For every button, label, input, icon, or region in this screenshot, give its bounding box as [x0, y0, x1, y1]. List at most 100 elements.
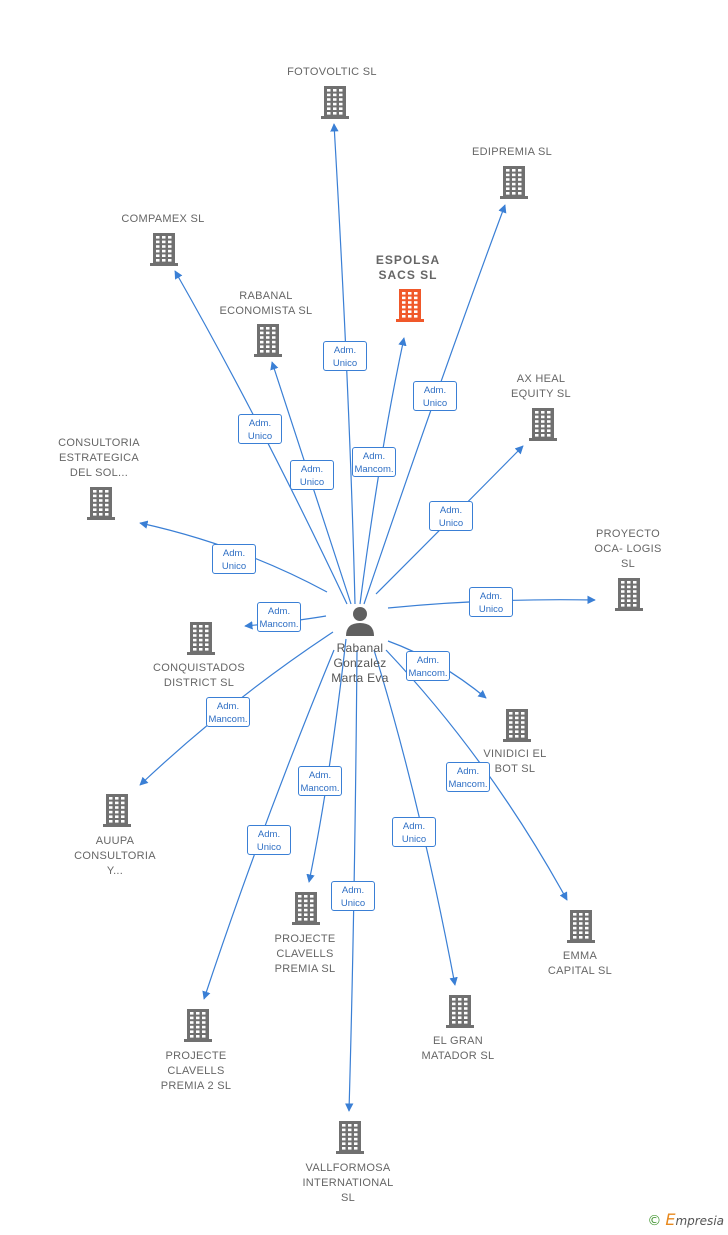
- brand-initial: E: [665, 1210, 676, 1229]
- role-badge-consultoria-estrategica[interactable]: Adm.Unico: [212, 544, 256, 574]
- building-icon-proyecto-oca[interactable]: [615, 578, 643, 611]
- company-label-line: CLAVELLS: [276, 948, 334, 960]
- role-badge-projecte-clavells[interactable]: Adm.Mancom.: [298, 766, 342, 796]
- role-text: Unico: [401, 834, 427, 845]
- company-label-line: EQUITY SL: [511, 388, 571, 400]
- role-badge-fotovoltic[interactable]: Adm.Unico: [323, 341, 367, 371]
- role-text: Mancom.: [448, 779, 488, 790]
- company-label-line: EDIPREMIA SL: [471, 146, 553, 158]
- role-text: Adm.: [248, 418, 272, 429]
- company-label-fotovoltic[interactable]: FOTOVOLTIC SL: [287, 65, 377, 80]
- building-icon-auupa[interactable]: [103, 794, 131, 827]
- role-badge-vallformosa[interactable]: Adm. Unico: [331, 881, 375, 911]
- company-label-line: CONQUISTADOS: [152, 662, 246, 674]
- role-badge-emma[interactable]: Adm. Mancom.: [446, 762, 490, 792]
- role-badge-conquistados[interactable]: Adm.Mancom.: [257, 602, 301, 632]
- role-text: Unico: [332, 358, 358, 369]
- company-label-line: MATADOR SL: [421, 1050, 495, 1062]
- company-label-line: DEL SOL...: [69, 467, 129, 479]
- company-label-line: EMMA: [562, 950, 598, 962]
- role-text: Mancom.: [408, 668, 448, 679]
- company-label-conquistados[interactable]: CONQUISTADOS DISTRICT SL: [153, 661, 245, 691]
- company-label-line: ECONOMISTA SL: [219, 305, 313, 317]
- company-label-ax-heal[interactable]: AX HEAL EQUITY SL: [511, 372, 571, 402]
- building-icon-vallformosa[interactable]: [336, 1121, 364, 1154]
- company-label-line: AUUPA: [95, 835, 135, 847]
- building-icon-emma[interactable]: [567, 910, 595, 943]
- building-icon-consultoria-estrategica[interactable]: [87, 487, 115, 520]
- building-icon-compamex[interactable]: [150, 233, 178, 266]
- building-icon-edipremia[interactable]: [500, 166, 528, 199]
- company-label-compamex[interactable]: COMPAMEX SL: [121, 212, 204, 227]
- building-icon-el-gran-matador[interactable]: [446, 995, 474, 1028]
- company-label-el-gran-matador[interactable]: EL GRAN MATADOR SL: [422, 1034, 495, 1064]
- company-label-emma[interactable]: EMMA CAPITAL SL: [548, 949, 612, 979]
- role-text: Mancom.: [259, 619, 299, 630]
- role-badge-proyecto-oca[interactable]: Adm.Unico: [469, 587, 513, 617]
- person-name-line: Marta Eva: [331, 671, 389, 685]
- building-icon-ax-heal[interactable]: [529, 408, 557, 441]
- role-text: Unico: [478, 604, 504, 615]
- company-label-line: VALLFORMOSA: [305, 1162, 391, 1174]
- company-label-line: INTERNATIONAL: [302, 1177, 394, 1189]
- building-icon-projecte-clavells-2[interactable]: [184, 1009, 212, 1042]
- company-label-edipremia[interactable]: EDIPREMIA SL: [472, 145, 552, 160]
- person-name-line: Rabanal: [336, 641, 384, 655]
- company-label-line: EL GRAN: [433, 1035, 483, 1047]
- role-text: Adm.: [362, 451, 386, 462]
- role-text: Adm.: [402, 821, 426, 832]
- role-badge-auupa[interactable]: Adm.Mancom.: [206, 697, 250, 727]
- company-label-line: COMPAMEX SL: [121, 213, 205, 225]
- role-text: Adm.: [341, 885, 365, 896]
- company-label-line: PROJECTE: [165, 1050, 227, 1062]
- role-badge-edipremia[interactable]: Adm.Unico: [413, 381, 457, 411]
- company-label-line: ESPOLSA: [375, 253, 441, 267]
- company-label-line: CONSULTORIA: [58, 437, 140, 449]
- role-text: Adm.: [456, 766, 480, 777]
- company-label-line: DISTRICT SL: [163, 677, 235, 689]
- role-badge-rabanal-economista[interactable]: Adm.Unico: [290, 460, 334, 490]
- role-badge-ax-heal[interactable]: Adm.Unico: [429, 501, 473, 531]
- company-label-projecte-clavells[interactable]: PROJECTE CLAVELLS PREMIA SL: [274, 932, 335, 977]
- role-badge-espolsa[interactable]: Adm. Mancom.: [352, 447, 396, 477]
- edges: [139, 123, 596, 1112]
- role-text: Mancom.: [354, 464, 394, 475]
- company-label-line: PREMIA SL: [274, 963, 336, 975]
- company-label-projecte-clavells-2[interactable]: PROJECTE CLAVELLS PREMIA 2 SL: [161, 1049, 232, 1094]
- role-text: Unico: [299, 477, 325, 488]
- building-icon-fotovoltic[interactable]: [321, 86, 349, 119]
- company-label-line: PROJECTE: [274, 933, 336, 945]
- company-label-line: SACS SL: [378, 268, 438, 282]
- building-icon-vinidici[interactable]: [503, 709, 531, 742]
- building-icon-espolsa[interactable]: [396, 289, 424, 322]
- company-label-line: FOTOVOLTIC SL: [287, 66, 377, 78]
- company-label-line: PROYECTO: [596, 528, 660, 540]
- role-badge-compamex[interactable]: Adm.Unico: [238, 414, 282, 444]
- company-label-line: AX HEAL: [516, 373, 566, 385]
- company-label-line: PREMIA 2 SL: [160, 1080, 232, 1092]
- copyright-symbol: ©: [647, 1213, 662, 1229]
- role-text: Adm.: [222, 548, 246, 559]
- company-label-line: SL: [340, 1192, 356, 1204]
- building-icon-rabanal-economista[interactable]: [254, 324, 282, 357]
- person-icon[interactable]: [346, 607, 374, 636]
- company-label-line: CAPITAL SL: [547, 965, 613, 977]
- role-text: Unico: [340, 898, 366, 909]
- empresia-logo[interactable]: ©Empresia: [647, 1210, 724, 1229]
- building-icon-projecte-clavells[interactable]: [292, 892, 320, 925]
- company-label-line: CLAVELLS: [167, 1065, 225, 1077]
- role-badge-projecte-clavells-2[interactable]: Adm.Unico: [247, 825, 291, 855]
- role-badge-el-gran-matador[interactable]: Adm. Unico: [392, 817, 436, 847]
- building-icon-conquistados[interactable]: [187, 622, 215, 655]
- company-label-rabanal-economista[interactable]: RABANAL ECONOMISTA SL: [220, 289, 313, 319]
- company-label-vallformosa[interactable]: VALLFORMOSA INTERNATIONAL SL: [302, 1161, 393, 1206]
- company-label-line: RABANAL: [239, 290, 293, 302]
- role-badge-vinidici[interactable]: Adm.Mancom.: [406, 651, 450, 681]
